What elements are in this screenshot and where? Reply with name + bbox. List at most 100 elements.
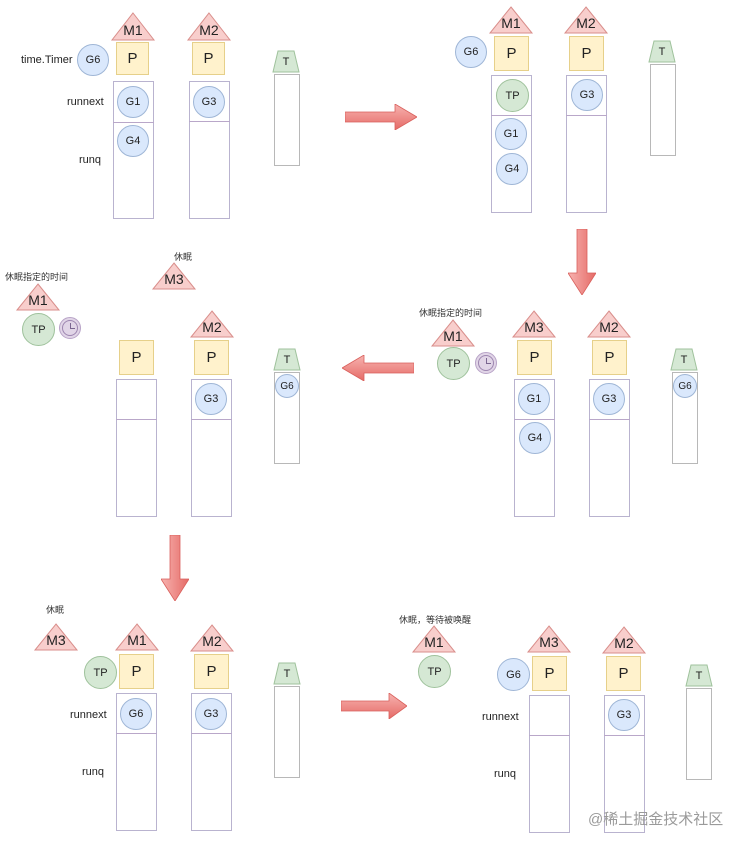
tp-label: TP <box>31 323 46 336</box>
g4-label: G4 <box>504 163 520 175</box>
queue-divider <box>604 735 645 736</box>
g6-label: G6 <box>506 668 521 681</box>
timer-heap-column <box>274 74 300 166</box>
g4-label: G4 <box>125 135 141 147</box>
queue-divider <box>514 419 555 420</box>
processor-p: P <box>606 656 641 691</box>
processor-p: P <box>517 340 552 375</box>
timer-proc-tp: TP <box>22 313 55 346</box>
m2-label: M2 <box>599 319 619 335</box>
sleep-wait-label: 休眠，等待被唤醒 <box>399 615 472 625</box>
processor-p: P <box>116 42 149 75</box>
m2-label: M2 <box>202 319 222 335</box>
t-label: T <box>680 354 688 366</box>
p-label: P <box>544 665 555 682</box>
p-label: P <box>506 45 517 62</box>
p-label: P <box>127 50 138 67</box>
m1-label: M1 <box>28 292 48 308</box>
timer-proc-tp: TP <box>496 79 529 112</box>
queue-divider <box>116 733 157 734</box>
g6-label: G6 <box>280 380 294 392</box>
processor-p: P <box>192 42 225 75</box>
goroutine-g6: G6 <box>275 374 299 398</box>
tp-label: TP <box>93 666 108 679</box>
p-label: P <box>131 663 142 680</box>
queue-divider <box>191 733 232 734</box>
m3-label: M3 <box>46 632 66 648</box>
m2-label: M2 <box>614 635 634 651</box>
goroutine-g3: G3 <box>593 383 625 415</box>
queue-divider <box>191 419 232 420</box>
t-label: T <box>658 46 666 58</box>
arrow-left-icon <box>342 355 414 381</box>
runq-label: runq <box>82 766 105 778</box>
tp-label: TP <box>505 89 520 102</box>
runq-label: runq <box>79 154 102 166</box>
queue-divider <box>113 122 154 123</box>
g6-label: G6 <box>463 46 479 58</box>
t-label: T <box>283 668 291 680</box>
g1-label: G1 <box>503 128 519 140</box>
goroutine-g3: G3 <box>571 79 603 111</box>
goroutine-g4: G4 <box>496 153 528 185</box>
processor-p: P <box>494 36 529 71</box>
watermark: @稀土掘金技术社区 <box>588 811 724 828</box>
goroutine-g1: G1 <box>518 383 550 415</box>
g3-label: G3 <box>616 709 632 721</box>
timer-proc-tp: TP <box>84 656 117 689</box>
g6-label: G6 <box>85 54 101 66</box>
tp-label: TP <box>427 665 442 678</box>
processor-p: P <box>532 656 567 691</box>
g3-label: G3 <box>203 708 219 720</box>
goroutine-g6: G6 <box>497 658 530 691</box>
processor-p: P <box>569 36 604 71</box>
p-label: P <box>203 50 214 67</box>
g3-label: G3 <box>203 393 219 405</box>
goroutine-g6: G6 <box>673 374 697 398</box>
p-label: P <box>131 349 142 366</box>
clock-icon <box>59 317 81 339</box>
arrow-right-icon <box>345 104 417 130</box>
goroutine-g6: G6 <box>455 36 487 68</box>
t-label: T <box>283 354 291 366</box>
queue-column <box>116 379 157 517</box>
p-label: P <box>529 349 540 366</box>
processor-p: P <box>194 340 229 375</box>
queue-divider <box>116 419 157 420</box>
goroutine-g1: G1 <box>117 86 149 118</box>
g3-label: G3 <box>579 89 595 101</box>
sleep-label: 休眠 <box>174 252 193 262</box>
goroutine-g3: G3 <box>193 86 225 118</box>
timer-heap-column <box>650 64 676 156</box>
timer-proc-tp: TP <box>437 347 470 380</box>
p-label: P <box>581 45 592 62</box>
processor-p: P <box>119 340 154 375</box>
m2-label: M2 <box>199 22 219 38</box>
sleep-label: 休眠 <box>46 605 65 615</box>
m1-label: M1 <box>501 15 521 31</box>
queue-column <box>529 695 570 833</box>
goroutine-g3: G3 <box>195 698 227 730</box>
m1-label: M1 <box>443 328 463 344</box>
m2-label: M2 <box>202 633 222 649</box>
queue-divider <box>491 115 532 116</box>
goroutine-g3: G3 <box>608 699 640 731</box>
g1-label: G1 <box>125 96 141 108</box>
processor-p: P <box>119 654 154 689</box>
g6-label: G6 <box>128 708 144 720</box>
processor-p: P <box>592 340 627 375</box>
queue-divider <box>189 121 230 122</box>
goroutine-g4: G4 <box>117 125 149 157</box>
p-label: P <box>206 349 217 366</box>
goroutine-g6: G6 <box>77 44 109 76</box>
m3-label: M3 <box>524 319 544 335</box>
g6-label: G6 <box>678 380 692 392</box>
queue-divider <box>529 735 570 736</box>
arrow-right-icon <box>341 693 407 719</box>
m1-label: M1 <box>424 634 444 650</box>
runnext-label: runnext <box>67 96 104 108</box>
arrow-down-icon <box>568 229 596 295</box>
p-label: P <box>206 663 217 680</box>
g3-label: G3 <box>601 393 617 405</box>
arrow-down-icon <box>161 535 189 601</box>
